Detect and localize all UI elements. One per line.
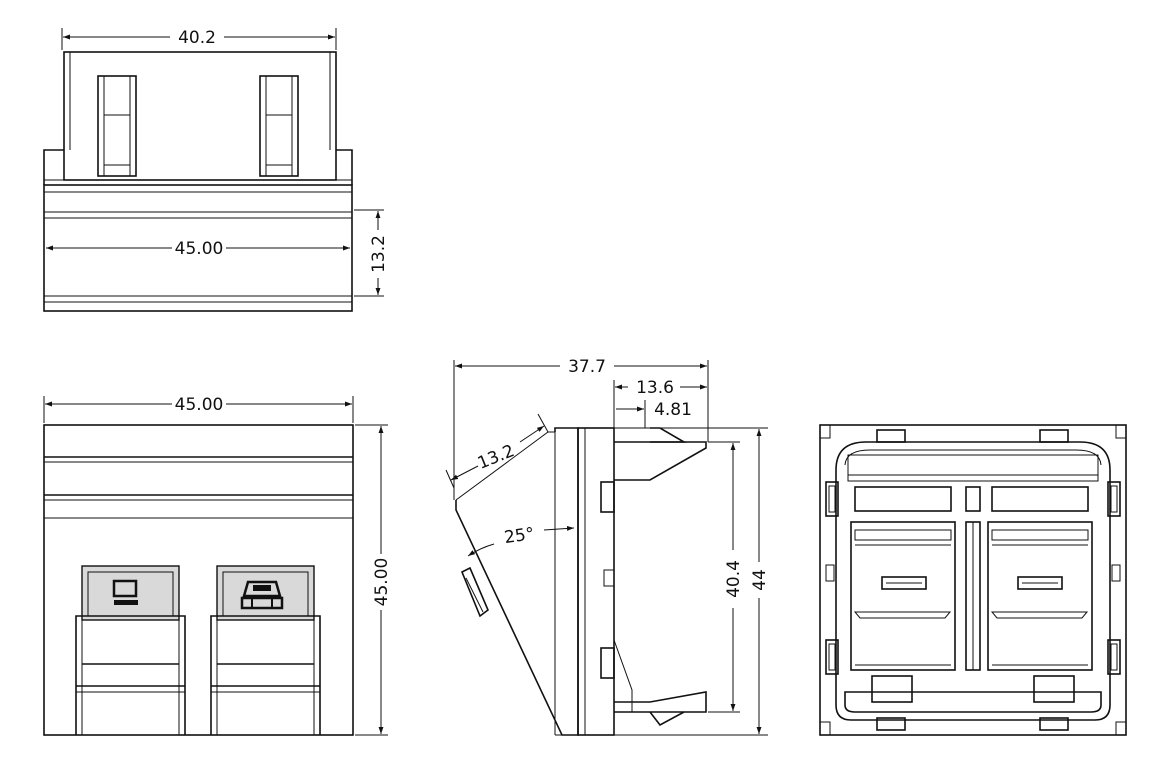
dim-front-width: 45.00 — [43, 395, 354, 423]
dim-label-top-width: 40.2 — [178, 28, 216, 48]
dim-top-base-width: 45.00 — [46, 239, 350, 259]
dim-side-upper: 13.6 — [613, 378, 707, 428]
top-view — [43, 51, 353, 312]
dim-top-height: 13.2 — [354, 209, 389, 297]
computer-monitor-icon — [112, 579, 138, 605]
dim-label-front-height: 45.00 — [372, 558, 392, 607]
telephone-icon — [240, 580, 284, 610]
rear-view — [819, 424, 1127, 736]
dim-front-height: 45.00 — [355, 424, 392, 736]
side-view — [455, 427, 707, 736]
front-view — [43, 424, 354, 736]
dim-label-top-height: 13.2 — [369, 235, 389, 273]
dim-label-side-upper: 13.6 — [636, 378, 674, 398]
dim-label-side-overall-height: 44 — [750, 569, 770, 591]
dim-label-side-small: 4.81 — [654, 400, 692, 420]
dim-side-overall-height: 44 — [580, 427, 770, 736]
dim-label-front-width: 45.00 — [175, 395, 224, 415]
dim-side-angle: 25° — [467, 524, 575, 557]
dim-label-side-angle: 25° — [503, 524, 536, 548]
port-left — [75, 565, 186, 735]
port-right — [210, 565, 321, 735]
dim-label-side-angled-face: 13.2 — [475, 441, 518, 474]
dim-side-inner-height: 40.4 — [708, 441, 744, 713]
dim-label-side-depth: 37.7 — [568, 357, 606, 377]
dim-side-angled-face: 13.2 — [445, 413, 549, 489]
dim-side-small: 4.81 — [616, 400, 692, 428]
dim-label-top-base-width: 45.00 — [175, 239, 224, 259]
dim-top-width: 40.2 — [61, 28, 337, 50]
dim-label-side-inner-height: 40.4 — [724, 560, 744, 598]
